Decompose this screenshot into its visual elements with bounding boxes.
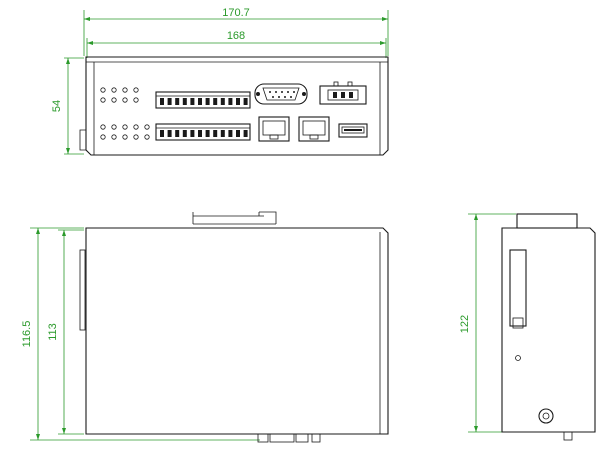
terminal-pin bbox=[213, 130, 218, 137]
terminal-pin bbox=[160, 98, 164, 105]
overall-width-label: 170.7 bbox=[222, 7, 250, 19]
terminal-pin bbox=[160, 130, 164, 137]
terminal-pin bbox=[182, 130, 187, 137]
terminal-pin bbox=[182, 98, 187, 105]
terminal-pin bbox=[198, 130, 202, 137]
body-height-label: 113 bbox=[47, 323, 59, 341]
led-indicators-bottom bbox=[100, 124, 150, 140]
led-indicators-top bbox=[100, 87, 139, 103]
ethernet-port-2 bbox=[298, 116, 330, 142]
top-enclosure bbox=[85, 227, 389, 435]
terminal-pin bbox=[190, 130, 195, 137]
power-connector bbox=[319, 81, 367, 105]
terminal-pin bbox=[198, 98, 202, 105]
overall-height-label: 116.5 bbox=[21, 321, 33, 348]
terminal-block-top bbox=[155, 91, 251, 109]
terminal-pin bbox=[228, 130, 233, 137]
terminal-pin bbox=[167, 130, 172, 137]
bottom-connectors bbox=[257, 433, 321, 443]
din-rail-clip bbox=[516, 213, 578, 229]
terminal-pin bbox=[236, 98, 240, 105]
dimension-body-height: 113 bbox=[47, 229, 84, 435]
side-view: 122 bbox=[459, 213, 596, 441]
terminal-pin bbox=[190, 98, 195, 105]
side-hole bbox=[515, 355, 521, 361]
terminal-pin bbox=[205, 98, 210, 105]
dimension-body-width: 168 bbox=[86, 30, 387, 58]
terminal-pin bbox=[167, 98, 172, 105]
terminal-pin bbox=[175, 98, 180, 105]
terminal-block-bottom bbox=[155, 123, 251, 141]
side-slot bbox=[509, 249, 527, 327]
terminal-pin bbox=[220, 130, 225, 137]
terminal-pin bbox=[175, 130, 180, 137]
terminal-pin bbox=[205, 130, 210, 137]
terminal-pin bbox=[243, 98, 248, 105]
front-view: 170.7 168 54 bbox=[51, 7, 389, 156]
dimension-overall-width: 170.7 bbox=[83, 7, 389, 56]
terminal-pin bbox=[236, 130, 240, 137]
terminal-pin bbox=[228, 98, 233, 105]
dimension-side-height: 122 bbox=[459, 213, 516, 433]
top-view: 116.5 113 bbox=[21, 211, 389, 443]
terminal-pin bbox=[220, 98, 225, 105]
db9-connector bbox=[254, 83, 308, 105]
side-height-label: 122 bbox=[459, 315, 471, 333]
side-enclosure bbox=[501, 227, 596, 433]
dimension-front-height: 54 bbox=[51, 57, 84, 155]
ethernet-port-1 bbox=[258, 116, 290, 142]
terminal-pin bbox=[213, 98, 218, 105]
front-height-label: 54 bbox=[51, 100, 63, 112]
ground-screw bbox=[538, 408, 554, 424]
dimension-overall-height: 116.5 bbox=[21, 227, 260, 441]
usb-port bbox=[338, 123, 368, 138]
terminal-pin bbox=[243, 130, 248, 137]
body-width-label: 168 bbox=[227, 30, 245, 42]
